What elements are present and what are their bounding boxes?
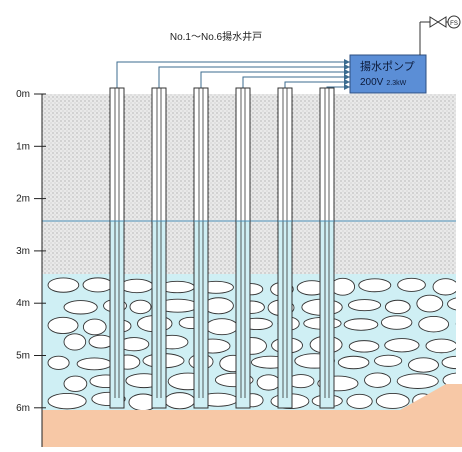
- ground-base: [42, 384, 462, 447]
- gravel-stone: [343, 318, 379, 331]
- wells: [109, 87, 335, 409]
- pipe-arrow: [344, 84, 350, 90]
- pump-box: [349, 54, 427, 94]
- well-casing: [277, 87, 293, 222]
- depth-label: 0m: [16, 89, 30, 100]
- gravel-stone: [375, 393, 410, 409]
- gravel-stone: [129, 299, 152, 315]
- gravel-stone: [82, 318, 107, 336]
- pipe: [200, 71, 350, 88]
- depth-label: 2m: [16, 194, 30, 205]
- well-casing: [151, 87, 167, 222]
- well-casing: [319, 87, 335, 222]
- gravel-stone: [442, 372, 456, 388]
- gravel-stone: [384, 299, 411, 315]
- gravel-stone: [47, 277, 80, 293]
- gravel-stone: [364, 372, 392, 388]
- gravel-stone: [408, 357, 439, 373]
- well-screen: [319, 220, 335, 409]
- pump-voltage: 200V: [360, 77, 384, 88]
- gravel-stone: [164, 392, 196, 410]
- gravel-stone: [384, 338, 420, 353]
- depth-label: 4m: [16, 298, 30, 309]
- pipe: [116, 61, 350, 88]
- pipe: [158, 66, 350, 88]
- well-screen: [277, 220, 293, 409]
- well-screen: [109, 220, 125, 409]
- well-screen: [151, 220, 167, 409]
- pipe: [242, 76, 350, 88]
- gravel-stone: [47, 355, 70, 370]
- gravel-stone: [63, 300, 98, 315]
- pipe-arrow: [344, 79, 350, 85]
- gravel-stone: [347, 299, 382, 312]
- pipe-arrow: [344, 64, 350, 70]
- well-casing: [109, 87, 125, 222]
- pump-power: 2.3kW: [386, 80, 406, 87]
- gravel-stone: [119, 278, 154, 294]
- depth-ticks: 0m 1m 2m 3m 4m 5m 6m: [16, 89, 46, 414]
- gravel-stone: [447, 297, 456, 311]
- depth-label: 3m: [16, 246, 30, 257]
- valve-icon: [429, 16, 439, 28]
- gravel-stone: [82, 277, 114, 293]
- pipe-arrow: [344, 74, 350, 80]
- gravel-stone: [76, 357, 113, 371]
- pipes: [116, 59, 350, 90]
- pipe: [284, 81, 350, 88]
- pipe-arrow: [344, 59, 350, 65]
- gravel-stone: [418, 316, 450, 333]
- gravel-stone: [47, 392, 87, 410]
- well-screen: [193, 220, 209, 409]
- gravel-stone: [374, 354, 403, 367]
- fs-switch-icon: [447, 15, 461, 29]
- gravel-stone: [63, 333, 87, 351]
- gravel-stone: [205, 318, 239, 336]
- gravel-stone: [47, 316, 79, 335]
- pipe-arrow: [344, 69, 350, 75]
- gravel-stone: [396, 373, 439, 389]
- gravel-stone: [346, 393, 373, 409]
- gravel-stone: [455, 322, 456, 325]
- gravel-stone: [256, 374, 281, 391]
- gravel-stone: [348, 340, 380, 353]
- gravel-stone: [432, 278, 456, 296]
- gravel-stone: [441, 355, 456, 370]
- depth-label: 1m: [16, 141, 30, 152]
- pump-label: 揚水ポンプ: [360, 60, 415, 73]
- fs-label: FS: [450, 21, 458, 27]
- gravel-stone: [397, 277, 426, 292]
- well-casing: [235, 87, 251, 222]
- depth-label: 5m: [16, 351, 30, 362]
- valve-icon-2: [437, 16, 447, 28]
- diagram-title: No.1～No.6揚水井戸: [170, 30, 262, 43]
- gravel-stone: [358, 278, 392, 293]
- gravel-stone: [416, 294, 444, 313]
- well-casing: [193, 87, 209, 222]
- gravel-stone: [63, 375, 88, 392]
- gravel-stone: [380, 315, 413, 330]
- depth-label: 6m: [16, 403, 30, 414]
- gravel-stone: [425, 338, 456, 354]
- gravel-stone: [337, 355, 370, 370]
- well-screen: [235, 220, 251, 409]
